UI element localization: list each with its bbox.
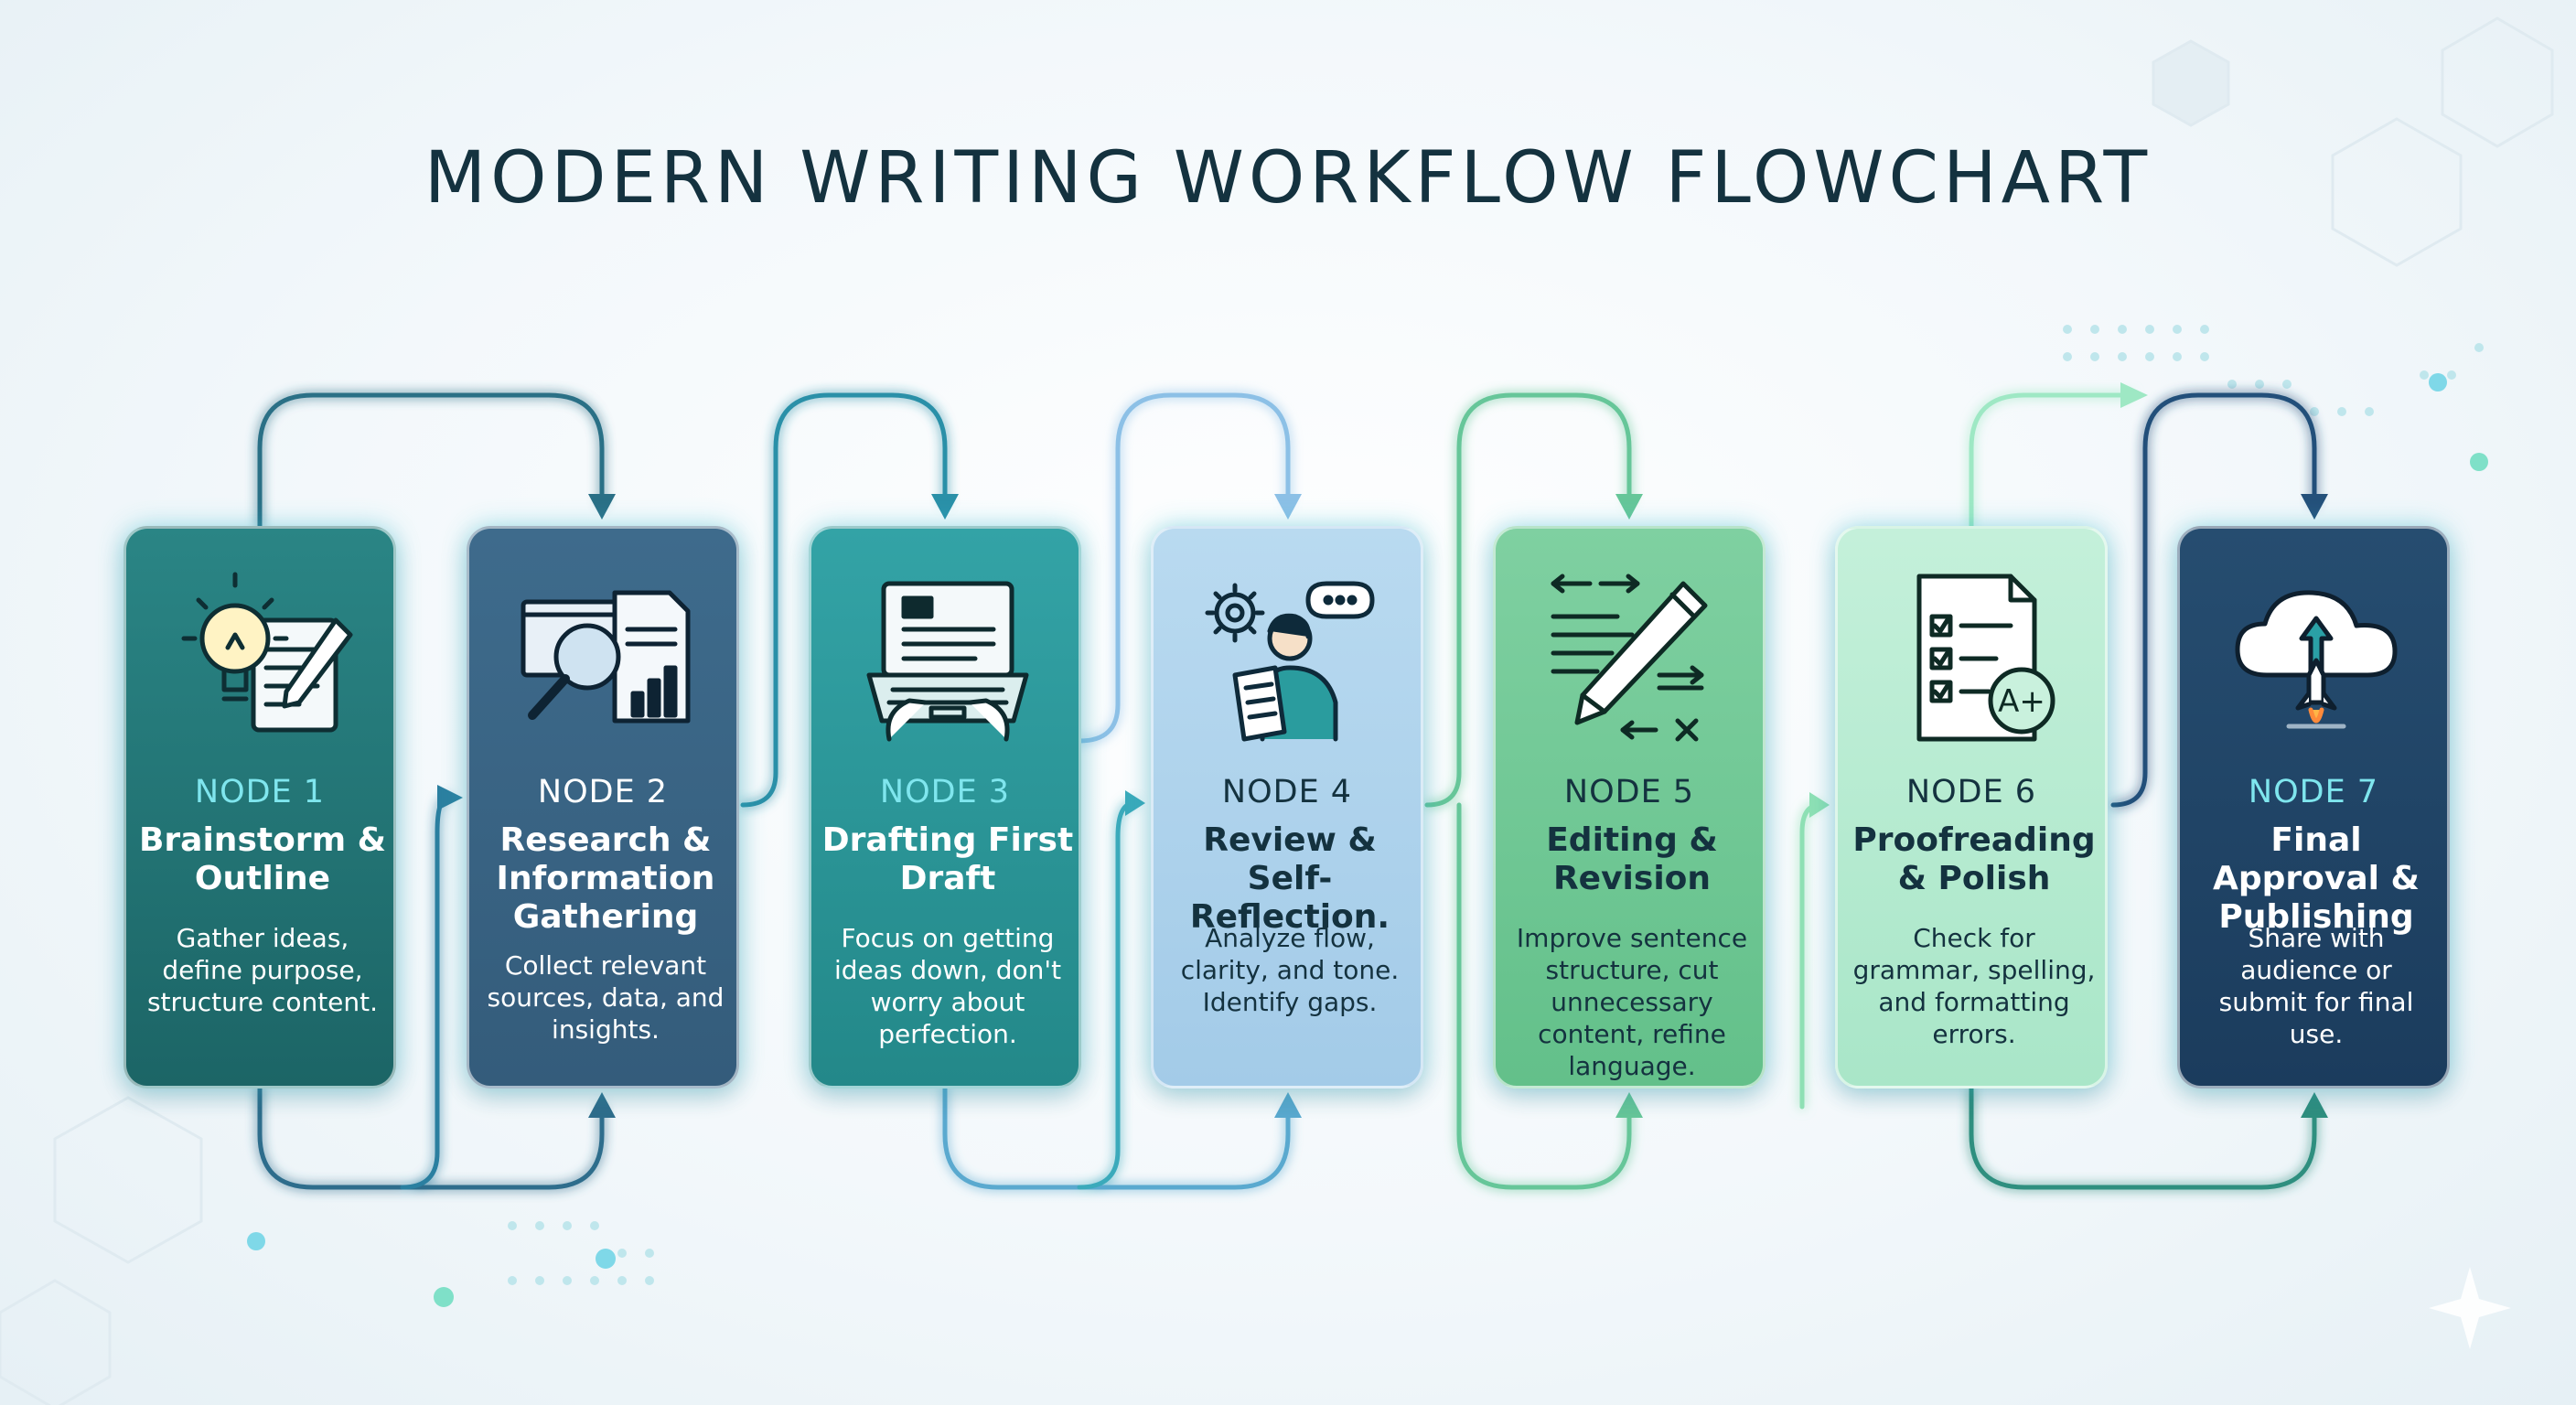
node-title: Drafting First Draft [821, 821, 1074, 897]
connector-top-2-3 [740, 392, 948, 808]
node-title: Editing & Revision [1546, 821, 1718, 897]
node-title: Proofreading & Polish [1852, 821, 2096, 897]
node-description: Analyze flow, clarity, and tone. Identif… [1180, 923, 1400, 1017]
node-review: NODE 4 Review & Self-Reflection. Analyze… [1151, 526, 1423, 1089]
arrowhead [588, 1092, 616, 1118]
node-proofreading: A+ NODE 6 Proofreading & Polish Check fo… [1835, 526, 2108, 1089]
laptop-typing-icon [866, 581, 1029, 742]
arrowhead [1615, 494, 1643, 520]
node-number: NODE 1 [194, 774, 326, 810]
node-drafting: NODE 3 Drafting First Draft Focus on get… [809, 526, 1081, 1089]
connector-top-1-2 [257, 392, 605, 529]
connector-bottom-6-7 [1969, 1086, 2317, 1190]
svg-text:A+: A+ [1998, 683, 2045, 720]
lightbulb-notepad-icon [181, 572, 353, 733]
connector-top-4-5 [1424, 392, 1632, 808]
node-description: Share with audience or submit for final … [2218, 923, 2414, 1049]
node-title: Brainstorm & Outline [138, 821, 387, 897]
node-number: NODE 3 [879, 774, 1011, 810]
connector-side-5-6 [1799, 802, 1823, 1110]
connector-top-6-7 [1969, 392, 2134, 529]
node-number: NODE 2 [537, 774, 669, 810]
node-research: NODE 2 Research & Information Gathering … [467, 526, 739, 1089]
pencil-edit-icon [1551, 574, 1708, 742]
connector-bottom-2-3 [942, 1086, 1291, 1190]
node-publishing: NODE 7 Final Approval & Publishing Share… [2177, 526, 2450, 1089]
arrowhead [1274, 494, 1302, 520]
page-title: MODERN WRITING WORKFLOW FLOWCHART [424, 137, 2152, 220]
node-title: Final Approval & Publishing [2213, 821, 2420, 936]
node-description: Gather ideas, define purpose, structure … [146, 923, 379, 1017]
node-editing: NODE 5 Editing & Revision Improve senten… [1493, 526, 1766, 1089]
arrowhead [2301, 1092, 2328, 1118]
cloud-rocket-icon [2235, 590, 2398, 729]
arrowhead [437, 785, 463, 810]
person-reading-icon [1205, 581, 1375, 742]
node-description: Check for grammar, spelling, and formatt… [1852, 923, 2096, 1049]
node-number: NODE 4 [1221, 774, 1353, 810]
node-number: NODE 7 [2248, 774, 2379, 810]
node-number: NODE 6 [1905, 774, 2037, 810]
connector-bottom-1-2 [257, 1086, 605, 1190]
arrowhead [1809, 792, 1830, 818]
connector-side-2-3-low [1077, 800, 1137, 1190]
connector-top-6-7-inner [2110, 392, 2317, 808]
arrowhead [588, 494, 616, 520]
node-title: Review & Self-Reflection. [1189, 821, 1390, 936]
arrowhead [1615, 1092, 1643, 1118]
arrowhead [1125, 790, 1145, 816]
node-title: Research & Information Gathering [496, 821, 715, 936]
node-description: Collect relevant sources, data, and insi… [487, 950, 724, 1045]
node-brainstorm: NODE 1 Brainstorm & Outline Gather ideas… [123, 526, 396, 1089]
arrowhead [1274, 1092, 1302, 1118]
connector-side-3-4 [1077, 392, 1291, 744]
connector-side-1-2 [400, 795, 451, 1190]
magnifier-documents-icon [521, 590, 691, 724]
checklist-grade-icon: A+ [1916, 574, 2055, 742]
arrowhead [2301, 494, 2328, 520]
arrowhead [2120, 382, 2148, 408]
arrowhead [931, 494, 959, 520]
node-number: NODE 5 [1563, 774, 1695, 810]
node-description: Improve sentence structure, cut unnecess… [1516, 923, 1748, 1081]
node-description: Focus on getting ideas down, don't worry… [833, 923, 1062, 1049]
connector-bottom-4-5 [1456, 802, 1632, 1190]
